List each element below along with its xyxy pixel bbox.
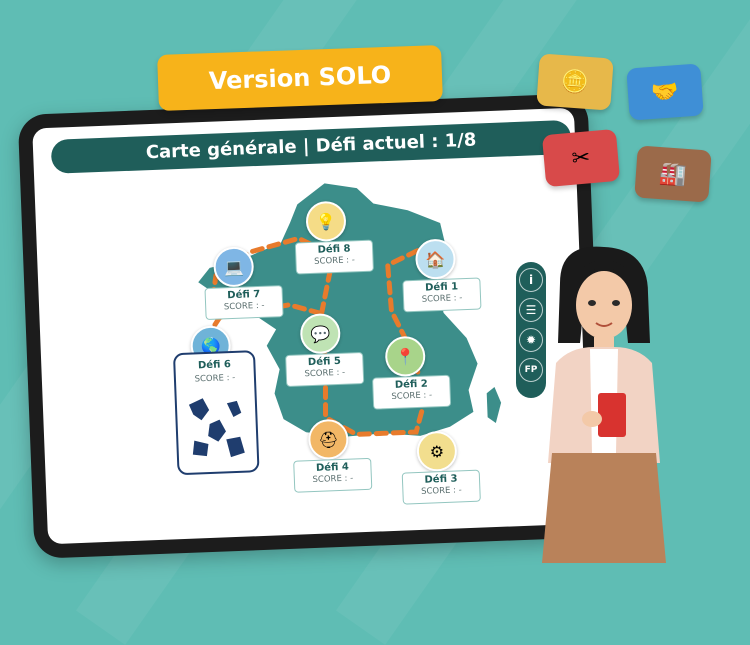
handshake-tile[interactable]: 🤝 [626, 63, 704, 121]
defi-1-card[interactable]: Défi 1 SCORE : - [402, 277, 482, 313]
defi-3-card[interactable]: Défi 3 SCORE : - [401, 469, 481, 505]
defi-2-card[interactable]: Défi 2 SCORE : - [372, 374, 452, 410]
gold-bars-tile[interactable]: 🪙 [536, 53, 614, 111]
teacher-character [542, 246, 666, 563]
side-toolbar: i ☰ ✹ FP [516, 262, 546, 398]
award-icon[interactable]: ✹ [519, 328, 543, 352]
red-tape-scissors-tile[interactable]: ✂ [541, 128, 621, 188]
defi-5-card[interactable]: Défi 5 SCORE : - [285, 352, 365, 387]
defi-4-card[interactable]: Défi 4 SCORE : - [293, 457, 373, 493]
overseas-territories-map [188, 398, 245, 458]
info-button[interactable]: i [519, 268, 543, 292]
defi-7-card[interactable]: Défi 7 SCORE : - [204, 285, 284, 321]
fp-button[interactable]: FP [519, 358, 543, 382]
defi-3-score: SCORE : - [420, 485, 462, 497]
defi-2-score: SCORE : - [391, 390, 433, 402]
defi-5-score: SCORE : - [304, 367, 346, 380]
document-icon[interactable]: ☰ [519, 298, 543, 322]
tablet-screen: Carte générale | Défi actuel : 1/8 💡 💻 🏠… [32, 107, 590, 545]
corsica [486, 387, 502, 423]
defi-6-label: Défi 6 [197, 359, 232, 372]
defi-4-score: SCORE : - [312, 473, 354, 486]
defi-8-score: SCORE : - [314, 255, 356, 267]
version-solo-banner: Version SOLO [157, 45, 443, 111]
defi-8-card[interactable]: Défi 8 SCORE : - [294, 239, 374, 275]
tablet-frame: Carte générale | Défi actuel : 1/8 💡 💻 🏠… [17, 93, 605, 559]
defi-1-score: SCORE : - [421, 293, 463, 305]
defi-6-card[interactable]: Défi 6 SCORE : - [172, 350, 260, 476]
defi-7-score: SCORE : - [223, 300, 265, 313]
factory-tile[interactable]: 🏭 [634, 145, 712, 203]
